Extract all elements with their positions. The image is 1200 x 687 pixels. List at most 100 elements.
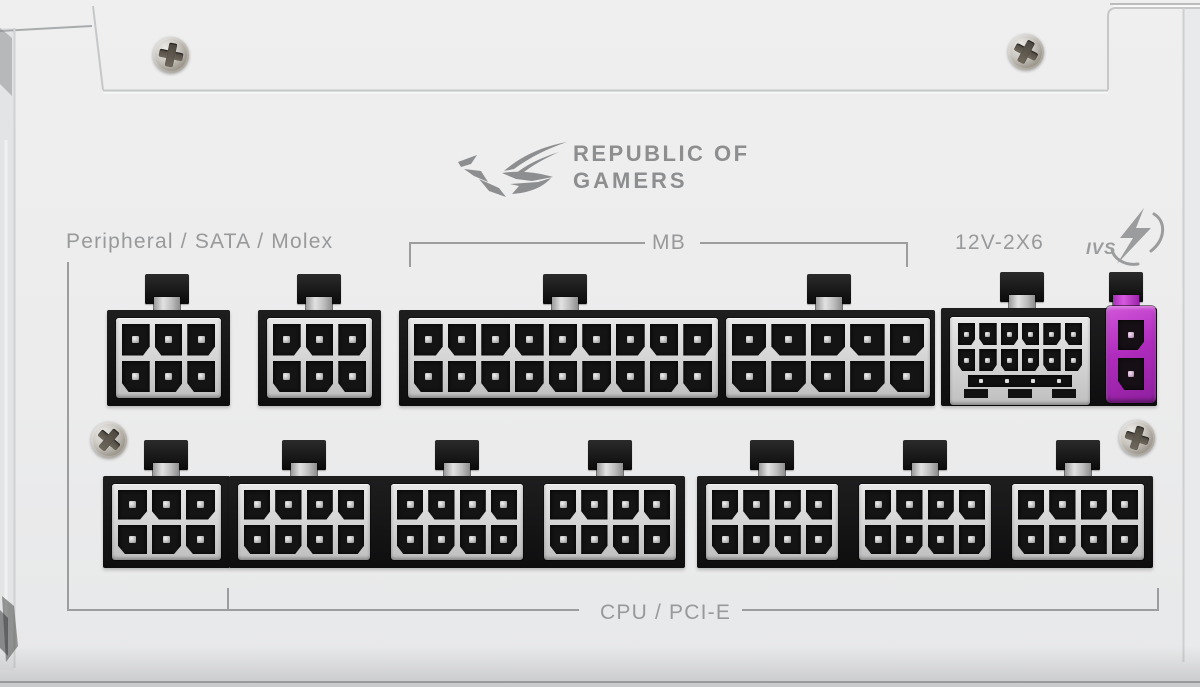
pin-socket [337,490,364,520]
pin-socket [850,324,885,356]
screw-middle-right [1119,420,1155,456]
pin-socket [459,490,486,520]
pin-socket [397,524,424,554]
pin-socket [1049,524,1076,554]
pin-socket [490,490,517,520]
pin-socket [397,490,424,520]
pin-socket [1043,349,1061,371]
pin-socket [187,360,215,392]
pin-socket [275,490,302,520]
label-mb: MB [652,231,686,254]
pin-socket [743,524,770,554]
pin-socket [1000,349,1018,371]
pin-socket [1111,524,1138,554]
pin-socket [683,324,712,356]
pin-socket [865,524,892,554]
pin-socket [771,324,806,356]
pin-socket [649,360,679,392]
pin-socket [712,524,739,554]
pin-socket [481,324,510,356]
pin-socket [582,324,611,356]
mb-bracket-tick-left [409,242,411,267]
pin-socket [337,524,364,554]
pin-socket [1018,524,1045,554]
rog-logo-icon [458,142,567,197]
pin-socket [979,349,997,371]
pin-socket [1022,323,1040,345]
pin-socket [414,324,443,356]
mb-bracket-left [410,242,645,244]
12v-2x6-block-16pin-socket [950,317,1090,405]
pin-socket [1111,490,1138,520]
mb-24pin-block-18pin-socket [408,318,718,398]
pin-socket [896,524,923,554]
pin-socket [244,524,271,554]
label-peripheral-sata-molex: Peripheral / SATA / Molex [66,230,334,253]
pin-socket [152,490,181,520]
cpu-pcie-8pin-group-b-8pin-socket [1012,484,1144,560]
pin-socket [338,360,366,392]
brand-line2: GAMERS [573,168,688,193]
pin-socket [118,490,147,520]
pin-socket [810,324,846,356]
label-ivs: IVS [1086,239,1117,258]
pin-socket [771,360,806,392]
screw-middle-left [91,422,127,458]
pin-socket [850,360,885,392]
sense-pin-slot [968,375,1072,387]
peripheral-6pin-b-6pin-socket [267,318,372,398]
pin-socket [774,524,801,554]
pin-socket [305,360,334,392]
pin-socket [865,490,892,520]
pin-socket [810,360,846,392]
pin-socket [122,324,150,356]
pin-socket [514,324,544,356]
pin-socket [122,360,150,392]
12v-2x6-block-2pin-socket [1106,306,1156,403]
cpu-pcie-8pin-group-a-8pin-socket [544,484,676,560]
screw-top-left [153,37,189,73]
pin-socket [958,524,985,554]
pin-socket [1080,490,1107,520]
pin-socket [889,324,924,356]
screw-top-right [1008,34,1044,70]
mb-bracket-right [700,242,908,244]
cpu-pcie-8pin-group-a-8pin-socket [238,484,370,560]
pin-socket [481,360,510,392]
pin-socket [1049,490,1076,520]
pin-socket [152,524,181,554]
pin-socket [958,323,976,345]
pin-socket [958,490,985,520]
ivs-lightning-icon [1110,208,1165,266]
pin-socket [550,490,577,520]
label-12v-2x6: 12V-2X6 [955,231,1044,254]
pin-socket [712,490,739,520]
pin-socket [244,490,271,520]
cpu-pcie-bracket-left [68,609,579,611]
pin-socket [414,360,443,392]
pin-socket [1080,524,1107,554]
pin-socket [275,524,302,554]
pin-socket [582,360,611,392]
pin-socket [927,490,954,520]
cpu-pcie-8pin-group-b-8pin-socket [706,484,838,560]
pin-socket [743,490,770,520]
pin-socket [774,490,801,520]
pin-socket [428,490,455,520]
pin-socket [1043,323,1061,345]
cpu-pcie-bracket-right [742,609,1159,611]
pin-socket [615,360,645,392]
pin-socket [889,360,924,392]
pin-socket [927,524,954,554]
cpu-pcie-8pin-group-a-8pin-socket [391,484,523,560]
peripheral-6pin-a-6pin-socket [116,318,221,398]
cpu-pcie-bracket-tick-right [1157,588,1159,609]
pin-socket [338,324,366,356]
label-cpu-pcie: CPU / PCI-E [600,601,732,624]
mb-bracket-tick-right [906,242,908,267]
peripheral-bracket-vertical [67,262,69,611]
pin-socket [958,349,976,371]
pin-socket [1064,349,1082,371]
pin-socket [447,360,477,392]
